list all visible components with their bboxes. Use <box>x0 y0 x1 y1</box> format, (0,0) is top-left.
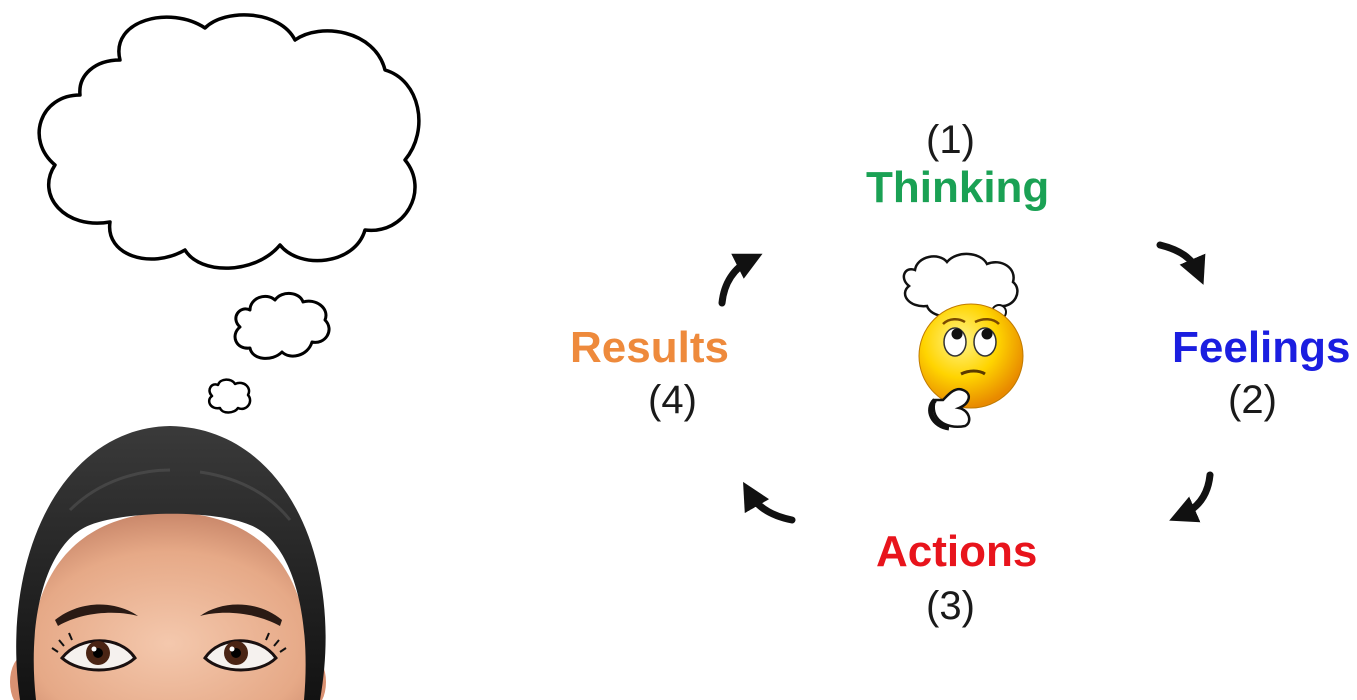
feelings-label: Feelings <box>1172 323 1351 372</box>
small-thought-cloud <box>208 378 252 414</box>
arrow-thinking-to-feelings <box>1156 241 1206 285</box>
results-number: (4) <box>648 378 697 422</box>
arrow-feelings-to-actions <box>1169 471 1214 523</box>
actions-label: Actions <box>876 527 1038 576</box>
thought-bubble-icon <box>37 13 421 414</box>
thinking-face-icon <box>902 252 1024 431</box>
arrow-results-to-thinking <box>718 253 763 307</box>
feelings-number: (2) <box>1228 378 1277 422</box>
arrow-actions-to-results <box>743 481 796 524</box>
woman-looking-up-icon <box>10 426 326 700</box>
large-thought-cloud <box>37 13 421 270</box>
results-label: Results <box>570 323 729 372</box>
thinking-label: Thinking <box>866 163 1050 212</box>
actions-number: (3) <box>926 584 975 628</box>
medium-thought-cloud <box>233 292 331 360</box>
thinking-number: (1) <box>926 118 975 162</box>
